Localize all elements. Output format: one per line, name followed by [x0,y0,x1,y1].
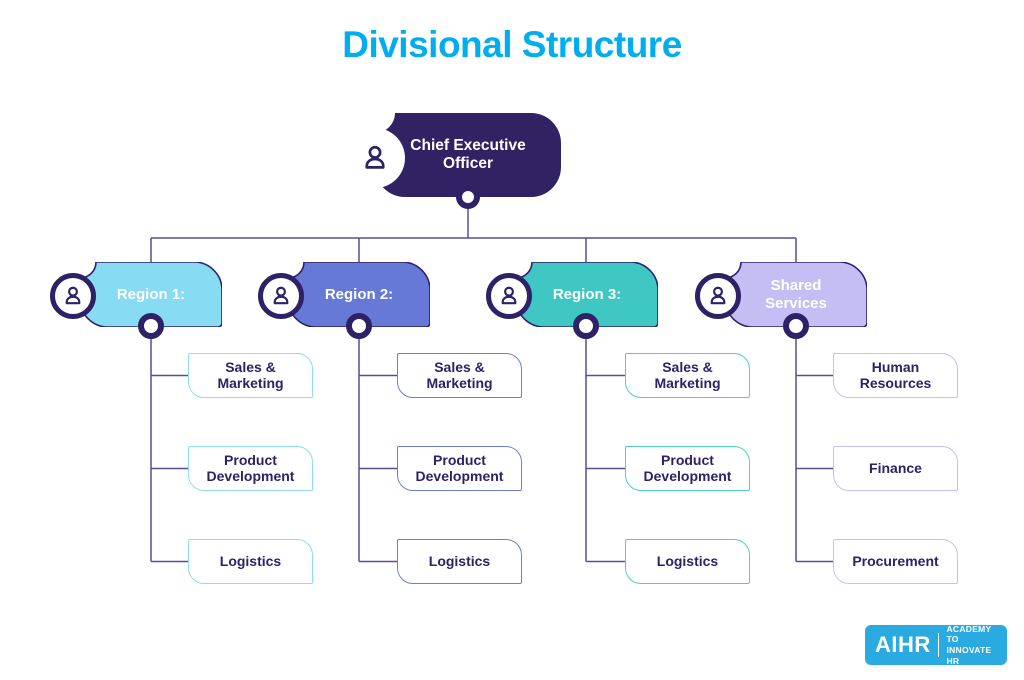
child-box-procurement: Procurement [833,539,958,584]
child-box-sales-marketing: Sales & Marketing [188,353,313,398]
ceo-shape [375,113,561,197]
child-box-product-development: Product Development [397,446,522,491]
ceo-label: Chief Executive Officer [410,137,526,172]
person-icon [50,273,96,319]
logo-tagline-line2: INNOVATE HR [946,645,992,666]
division-label: Shared Services [765,277,827,312]
aihr-logo-text: AIHR [875,632,931,657]
division-connector-dot [346,313,372,339]
person-icon [345,128,405,188]
logo-tagline-line1: ACADEMY TO [946,623,992,645]
logo-tagline: ACADEMY TO INNOVATE HR [946,624,997,667]
page-title: Divisional Structure [342,24,682,65]
child-box-product-development: Product Development [625,446,750,491]
person-icon [258,273,304,319]
person-icon [486,273,532,319]
division-connector-dot [573,313,599,339]
division-connector-dot [783,313,809,339]
child-box-product-development: Product Development [188,446,313,491]
child-box-sales-marketing: Sales & Marketing [397,353,522,398]
person-icon [695,273,741,319]
logo-divider [937,633,940,657]
child-box-logistics: Logistics [397,539,522,584]
child-box-sales-marketing: Sales & Marketing [625,353,750,398]
ceo-connector-dot [456,185,480,209]
division-label: Region 1: [116,285,186,303]
ceo-node: Chief Executive Officer [375,113,561,197]
child-box-finance: Finance [833,446,958,491]
division-node-shared-services: Shared Services [725,262,867,327]
child-box-human-resources: Human Resources [833,353,958,398]
division-node-region-2: Region 2: [288,262,430,327]
division-label: Region 2: [324,285,394,303]
child-box-logistics: Logistics [625,539,750,584]
division-label: Region 3: [552,285,622,303]
division-connector-dot [138,313,164,339]
aihr-logo: AIHR ACADEMY TO INNOVATE HR [865,624,1007,667]
child-box-logistics: Logistics [188,539,313,584]
